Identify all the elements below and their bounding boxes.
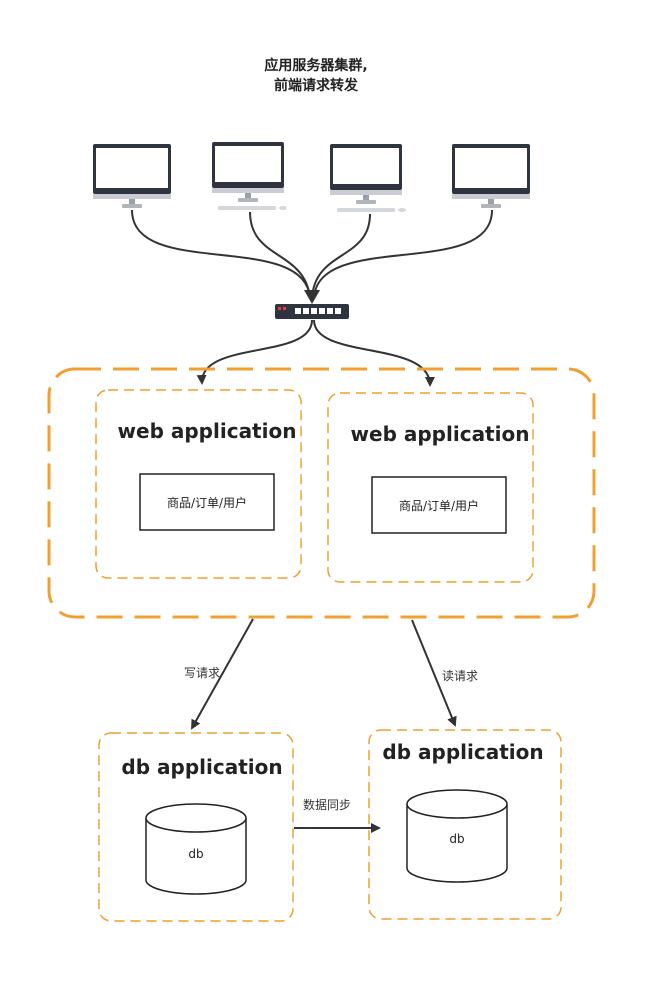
connector-client-2 [249, 211, 311, 299]
connector-switch-left [196, 319, 313, 385]
web-app-1: web application 商品/订单/用户 [95, 389, 302, 579]
web-app-2-title: web application [351, 422, 530, 446]
client-computer-2 [212, 142, 287, 210]
client-to-switch-connectors [131, 209, 493, 299]
web-app-1-border [95, 389, 302, 579]
db-app-2-title: db application [382, 740, 543, 764]
database-cylinder-icon [145, 803, 247, 895]
data-sync-label: 数据同步 [303, 797, 351, 812]
client-computer-3 [330, 144, 406, 212]
desktop-monitor-icon [452, 144, 530, 208]
connector-client-1 [131, 209, 311, 299]
diagram-title-line1: 应用服务器集群, [264, 57, 367, 74]
switch-incoming-arrowhead [304, 290, 320, 304]
client-computer-4 [452, 144, 530, 208]
desktop-monitor-icon [93, 144, 171, 208]
switch-to-web-connectors [196, 319, 435, 387]
db-app-2: db application db [368, 729, 562, 920]
connector-client-3 [311, 213, 371, 299]
db-app-1-label: db [188, 847, 203, 861]
diagram-title-line2: 前端请求转发 [274, 77, 359, 94]
database-cylinder-icon [406, 789, 508, 883]
web-app-2: web application 商品/订单/用户 [327, 392, 534, 583]
connector-client-4 [313, 209, 493, 299]
desktop-monitor-icon [212, 142, 287, 210]
connector-switch-right [313, 319, 435, 387]
read-request-label: 读请求 [442, 669, 478, 683]
web-app-1-module-box [139, 473, 275, 531]
write-request-label: 写请求 [184, 666, 220, 680]
db-app-2-border [368, 729, 562, 920]
network-switch-icon [275, 304, 349, 319]
write-request-arrow [191, 618, 254, 730]
db-app-1-title: db application [121, 755, 282, 779]
web-cluster-container [47, 367, 596, 619]
web-app-1-module-label: 商品/订单/用户 [167, 495, 247, 510]
read-request-arrow [411, 619, 457, 727]
web-app-2-border [327, 392, 534, 583]
web-app-2-module-label: 商品/订单/用户 [399, 498, 479, 513]
desktop-monitor-icon [330, 144, 406, 212]
web-app-1-title: web application [118, 419, 297, 443]
db-app-1-border [98, 732, 294, 922]
db-app-1: db application db [98, 732, 294, 922]
client-computer-1 [93, 144, 171, 208]
web-app-2-module-box [371, 476, 507, 534]
db-app-2-label: db [449, 832, 464, 846]
